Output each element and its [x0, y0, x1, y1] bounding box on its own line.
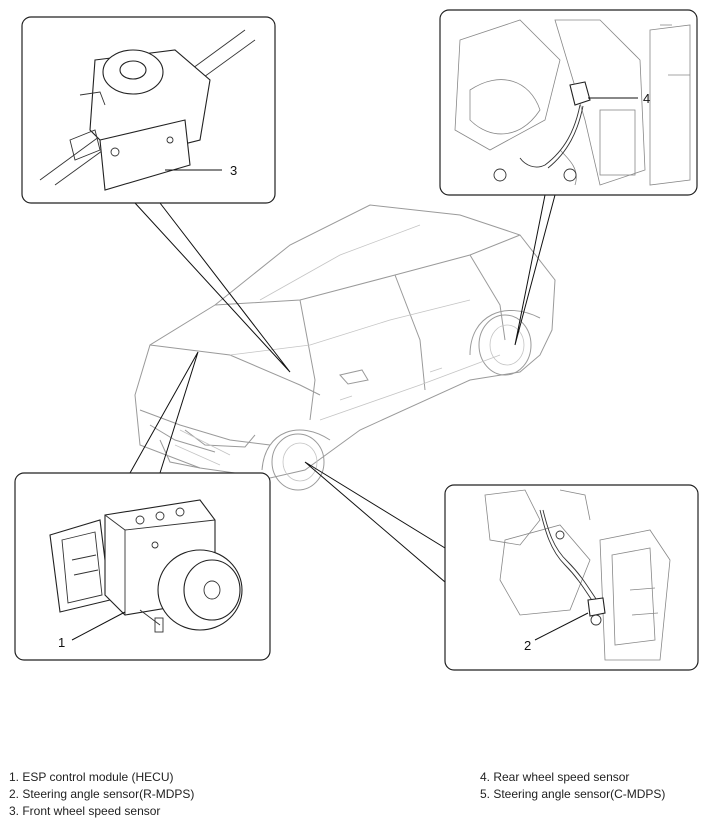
- legend-item-3: 3. Front wheel speed sensor: [9, 804, 161, 818]
- legend-item-2: 2. Steering angle sensor(R-MDPS): [9, 787, 195, 801]
- legend-left: 1. ESP control module (HECU) 2. Steering…: [9, 769, 194, 820]
- legend-item-4: 4. Rear wheel speed sensor: [480, 770, 630, 784]
- callout-4: 4: [643, 91, 650, 106]
- legend-right: 4. Rear wheel speed sensor 5. Steering a…: [480, 769, 665, 803]
- front-wheel-speed-sensor-detail: 3: [21, 16, 276, 204]
- callout-2: 2: [524, 638, 531, 653]
- rear-wheel-speed-sensor-detail: 4: [439, 9, 698, 196]
- callout-3: 3: [230, 163, 237, 178]
- component-location-diagram: 3 4 1: [14, 9, 699, 671]
- car-illustration: [134, 204, 556, 491]
- esp-control-module-detail: 1: [14, 472, 271, 661]
- callout-1: 1: [58, 635, 65, 650]
- legend-item-1: 1. ESP control module (HECU): [9, 770, 174, 784]
- steering-angle-sensor-detail: 2: [444, 484, 699, 671]
- legend-item-5: 5. Steering angle sensor(C-MDPS): [480, 787, 666, 801]
